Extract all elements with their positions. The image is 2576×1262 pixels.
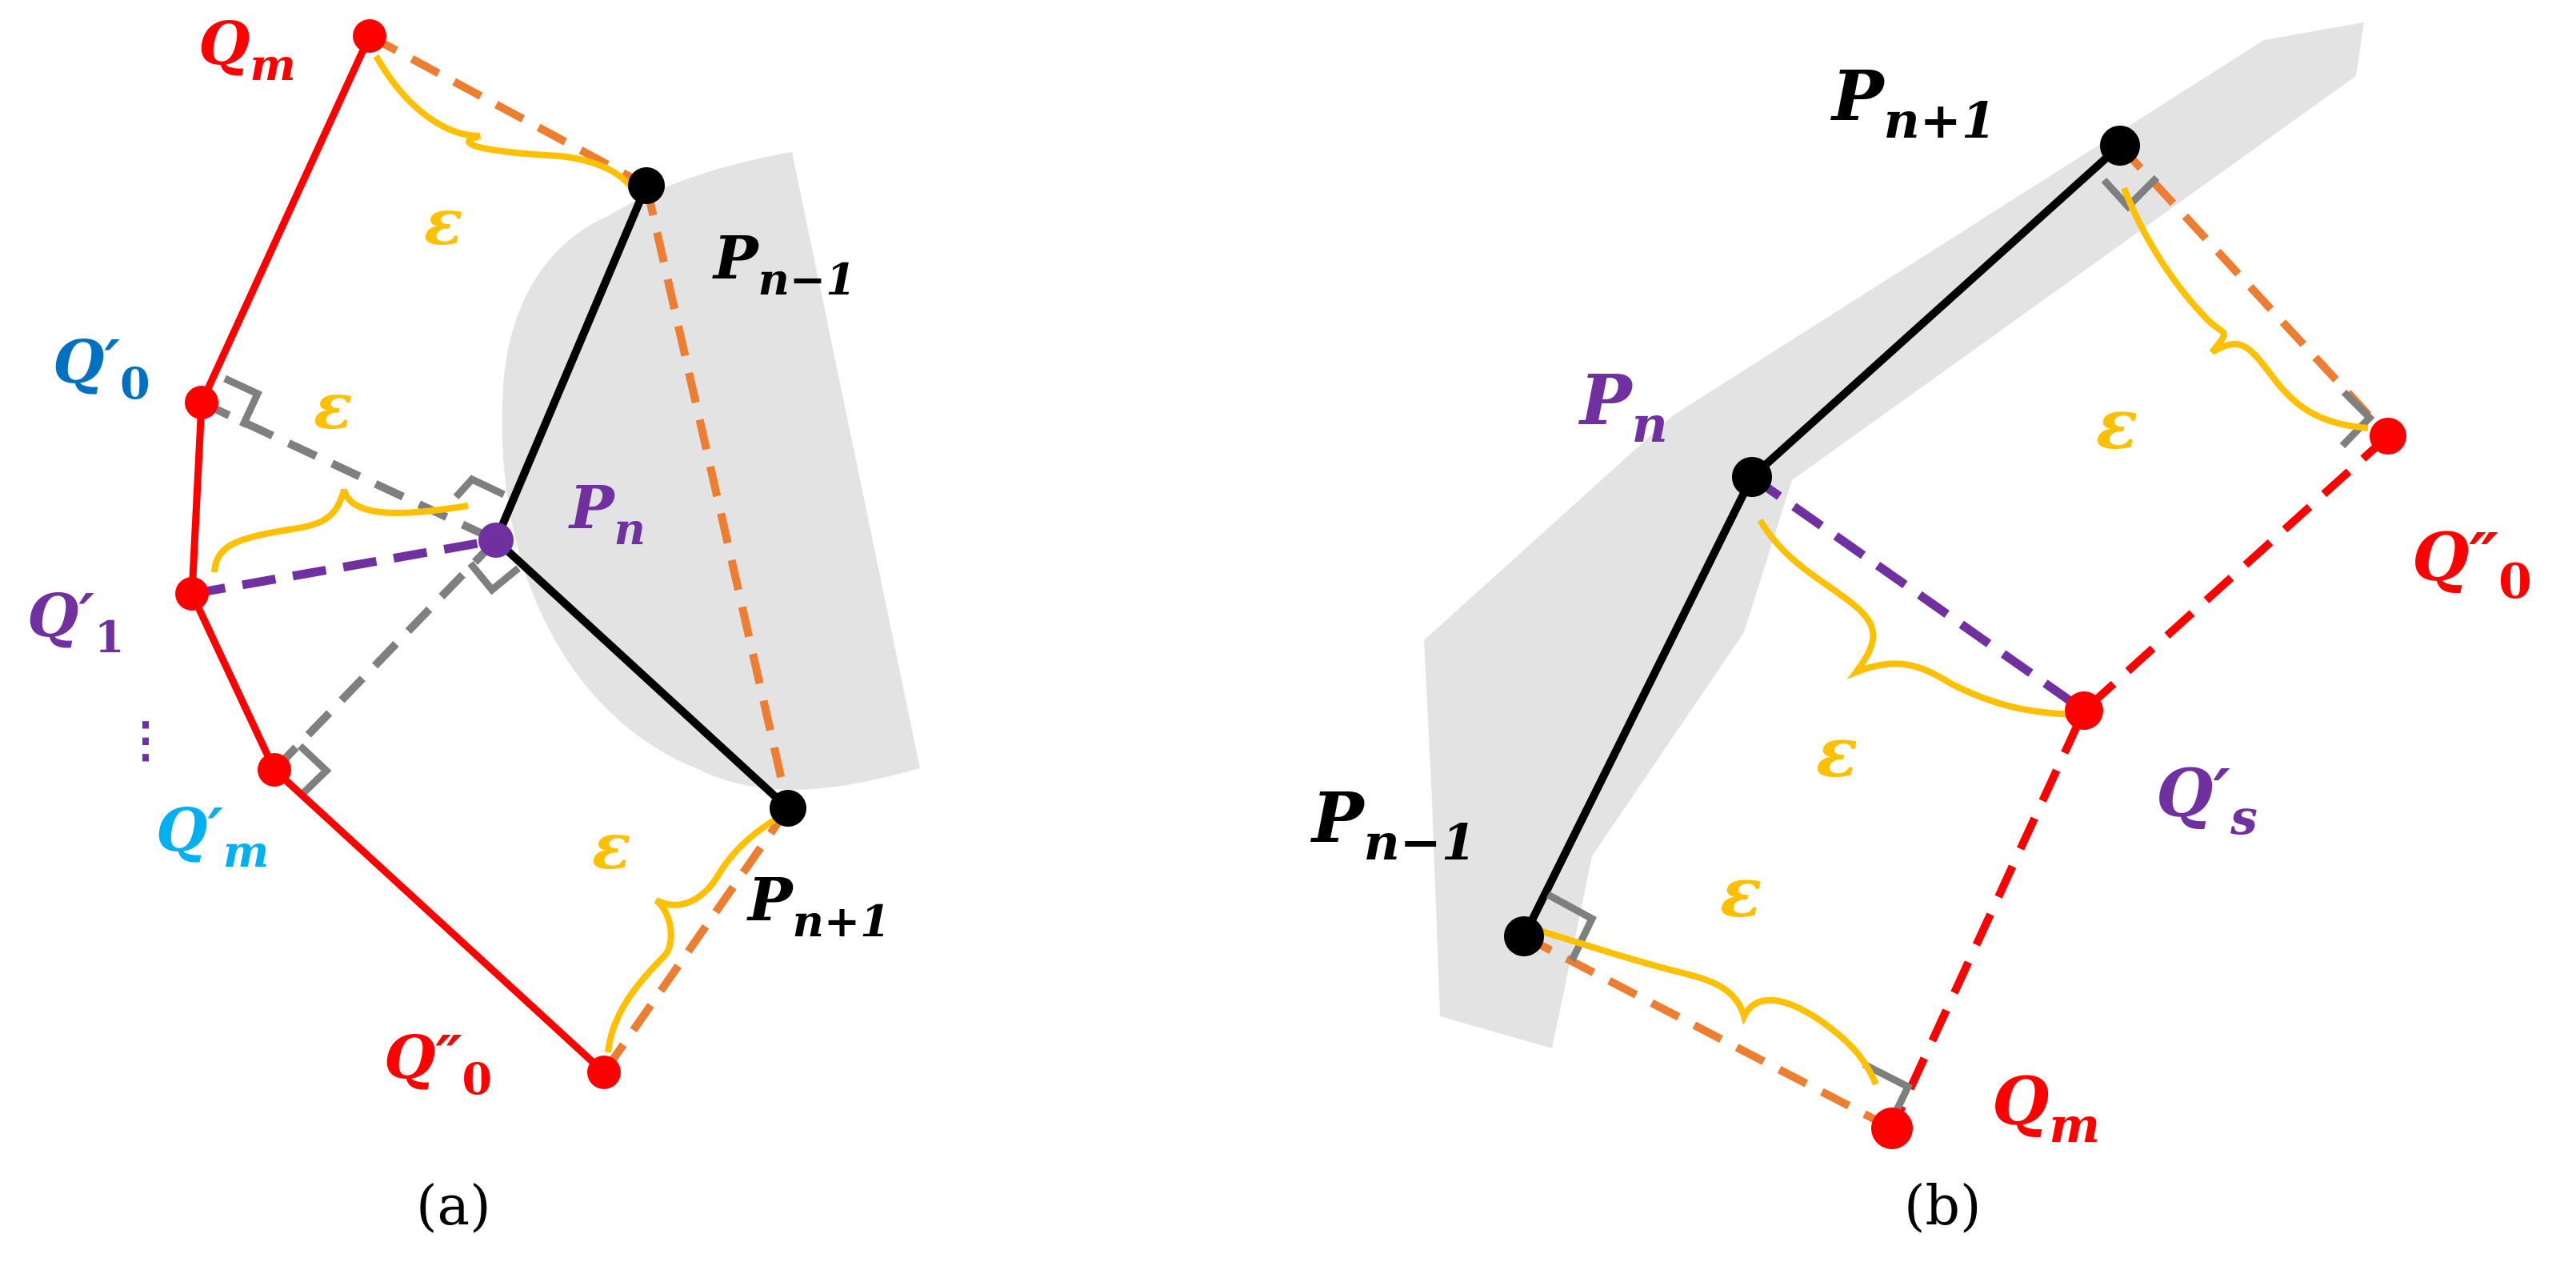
gray-dashed-pn-qm [271,537,499,773]
purple-dashed-pn-qs-b [1749,473,2087,715]
point-q-prime-0-a [185,386,218,419]
point-p-n-plus-1-b [2100,126,2140,166]
purple-dashed-q1-pn [191,535,497,599]
right-angle-marker-pnp1-b [2101,174,2160,212]
label-dots-a: ⋮ [122,712,170,768]
label-q-dprime-0-a: Q″0 [384,1024,492,1104]
epsilon-brace-middle [211,488,469,573]
right-angle-marker-pn-bottom [467,561,521,595]
right-angle-marker-qm [297,743,332,799]
panel-b: Pn+1 Pn Pn−1 Q″0 Q′s Qm ε ε ε (b) [1310,22,2532,1238]
orange-dashed-qm-pnm1 [367,32,649,190]
label-q-prime-s-b: Q′s [2156,755,2258,846]
orange-dashed-pnm1-pnp1 [642,184,792,810]
right-angle-marker-pn-top [453,475,506,500]
label-epsilon-3-a: ε [592,808,631,883]
label-p-n-b: Pn [1578,360,1668,454]
label-epsilon-2-a: ε [314,368,353,443]
label-epsilon-1-b: ε [2096,384,2138,465]
right-angle-marker-qdd0-b [2339,389,2375,449]
point-q-dprime-0-a [587,1056,621,1089]
label-epsilon-1-a: ε [424,184,463,259]
label-epsilon-2-b: ε [1816,712,1858,793]
label-p-n-a: Pn [568,474,646,555]
label-q-prime-0-a: Q′0 [53,328,150,409]
right-angle-marker-pnm1-b [1546,891,1597,962]
red-dashed-chain-b [1888,433,2391,1131]
point-q-prime-s-b [2065,691,2103,730]
epsilon-brace-bottom [605,813,782,1053]
label-p-n-minus-1-a: Pn−1 [712,224,856,305]
label-q-m-a: Qm [198,10,296,90]
point-q-dprime-0-b [2370,418,2406,455]
point-q-m-a [353,19,386,53]
orange-dashed-pnp1-qdd0-b [2117,142,2391,439]
gray-dashed-q0-pn [199,399,498,544]
label-q-prime-1-a: Q′1 [27,582,125,663]
caption-a: (a) [416,1175,491,1238]
point-p-n-minus-1-b [1504,916,1544,956]
label-p-n-plus-1-b: Pn+1 [1830,56,1996,150]
epsilon-brace-b-bottom [1530,925,1879,1086]
panel-a: Qm Q′0 Q′1 ⋮ Q′m Q″0 Pn−1 Pn Pn+1 ε ε ε … [27,10,920,1238]
point-p-n-a [478,523,514,558]
orange-dashed-pnp1-qdd0 [600,806,792,1075]
epsilon-brace-b-top [2121,186,2369,431]
caption-b: (b) [1904,1175,1982,1238]
label-p-n-minus-1-b: Pn−1 [1310,778,1476,871]
point-q-prime-1-a [175,577,209,611]
point-p-n-plus-1-a [770,790,806,827]
point-p-n-b [1732,457,1772,497]
label-q-prime-m-a: Q′m [156,796,269,877]
point-p-n-minus-1-a [628,167,665,204]
point-q-m-b [1871,1108,1913,1149]
right-angle-marker-q0 [223,375,262,428]
label-q-dprime-0-b: Q″0 [2412,519,2532,610]
shaded-region-b [1424,22,2364,1048]
epsilon-brace-top [373,54,635,190]
label-p-n-plus-1-a: Pn+1 [746,866,890,947]
epsilon-brace-b-middle [1757,518,2073,718]
label-epsilon-3-b: ε [1720,852,1762,933]
label-q-m-b: Qm [1992,1064,2100,1154]
orange-dashed-pnm1-qm-b [1522,932,1894,1132]
point-q-prime-m-a [258,753,291,787]
